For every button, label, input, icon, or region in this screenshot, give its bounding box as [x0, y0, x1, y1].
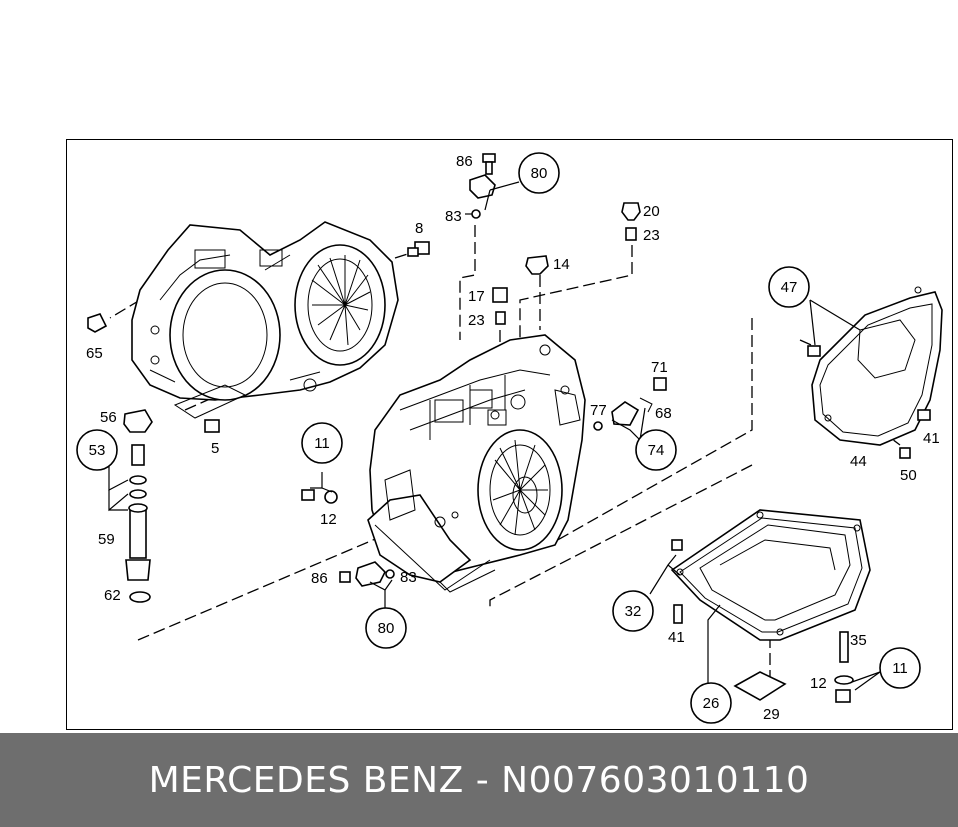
callout-circle: [301, 422, 343, 464]
label-83-top: 83: [445, 208, 462, 225]
label-12-left: 12: [320, 511, 337, 528]
label-23-mid: 23: [468, 312, 485, 329]
label-86-top: 86: [456, 153, 473, 170]
label-59: 59: [98, 531, 115, 548]
label-77: 77: [590, 402, 607, 419]
torque-converter-housing: [131, 221, 399, 419]
callout-47: 47: [781, 279, 798, 296]
label-68: 68: [655, 405, 672, 422]
callout-11-right: 11: [892, 660, 908, 677]
part-labels: 86 83 8 20 23 14 17 23 65 5 56 59 62 12 …: [86, 153, 940, 723]
callouts: 80 47 11 53 74 32 80 26 11: [76, 152, 921, 724]
transmission-case: [367, 334, 586, 593]
label-5: 5: [211, 440, 219, 457]
callout-26: 26: [703, 695, 720, 712]
side-cover: [811, 286, 943, 446]
callout-circle: [879, 647, 921, 689]
label-56: 56: [100, 409, 117, 426]
callout-circle: [365, 607, 407, 649]
label-41-right: 41: [923, 430, 940, 447]
label-35: 35: [850, 632, 867, 649]
callout-circle: [518, 152, 560, 194]
label-41-pan: 41: [668, 629, 685, 646]
leader-lines: [108, 181, 881, 691]
label-71: 71: [651, 359, 668, 376]
small-parts: [87, 153, 931, 703]
label-62: 62: [104, 587, 121, 604]
callout-11-left: 11: [314, 435, 330, 452]
label-44: 44: [850, 453, 867, 470]
footer-title: MERCEDES BENZ - N007603010110: [148, 759, 810, 801]
label-14: 14: [553, 256, 570, 273]
label-17: 17: [468, 288, 485, 305]
callout-74: 74: [648, 442, 665, 459]
label-83-bottom: 83: [400, 569, 417, 586]
label-29: 29: [763, 706, 780, 723]
label-8: 8: [415, 220, 423, 237]
label-50: 50: [900, 467, 917, 484]
label-12-right: 12: [810, 675, 827, 692]
label-20: 20: [643, 203, 660, 220]
callout-80-top: 80: [531, 165, 548, 182]
callout-80-bottom: 80: [378, 620, 395, 637]
parts-diagram: 80 47 11 53 74 32 80 26 11 86 83 8 20 23…: [76, 152, 943, 724]
callout-circle: [635, 429, 677, 471]
label-86-bottom: 86: [311, 570, 328, 587]
oil-pan: [670, 509, 871, 641]
callout-circle: [612, 590, 654, 632]
callout-32: 32: [625, 603, 642, 620]
callout-circle: [690, 682, 732, 724]
label-23-top: 23: [643, 227, 660, 244]
callout-circle: [76, 429, 118, 471]
label-65: 65: [86, 345, 103, 362]
callout-53: 53: [89, 442, 106, 459]
callout-circle: [768, 266, 810, 308]
footer-bar: MERCEDES BENZ - N007603010110: [0, 733, 958, 827]
